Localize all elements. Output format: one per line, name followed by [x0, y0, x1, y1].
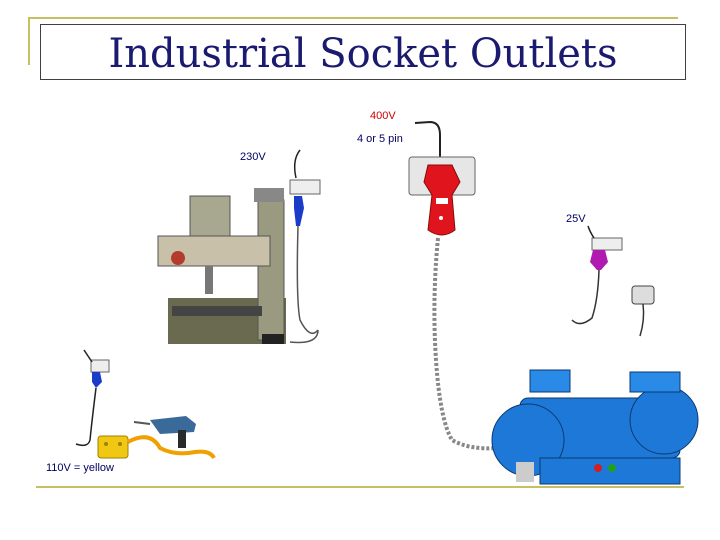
frame-bottom-line	[36, 486, 684, 488]
transformer-icon	[97, 435, 129, 459]
plug-icon	[294, 196, 304, 226]
transformer-icon	[631, 285, 655, 337]
label-pins: 4 or 5 pin	[357, 133, 403, 145]
plug-icon	[92, 372, 102, 388]
slide-title: Industrial Socket Outlets	[108, 31, 618, 77]
label-400v: 400V	[370, 110, 396, 122]
label-230v: 230V	[240, 151, 266, 163]
frame-top-line	[30, 17, 678, 19]
socket-icon	[591, 237, 623, 251]
drill-press-icon	[157, 188, 286, 344]
bench-grinder-icon	[491, 369, 699, 485]
frame-left-line	[28, 17, 30, 65]
title-box: Industrial Socket Outlets	[40, 24, 686, 80]
socket-icon	[90, 359, 110, 373]
plug-icon	[423, 164, 461, 236]
label-25v: 25V	[566, 213, 586, 225]
drill-icon	[133, 416, 196, 448]
label-110v: 110V = yellow	[46, 462, 114, 474]
plug-icon	[590, 250, 608, 270]
socket-icon	[289, 179, 321, 195]
